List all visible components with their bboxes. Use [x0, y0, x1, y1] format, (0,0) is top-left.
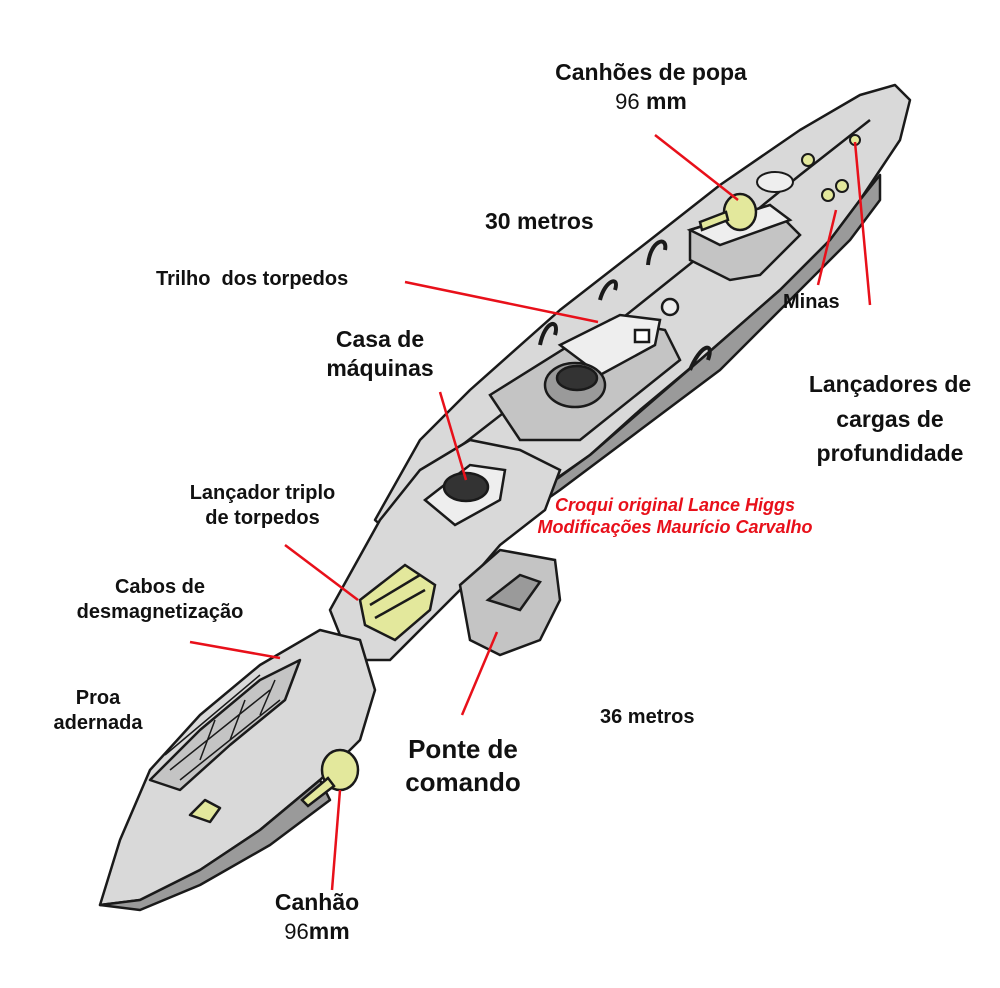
label-canhao-line1: Canhão [274, 889, 360, 915]
label-proa-line1: Proa [75, 687, 121, 709]
leader-ponte [460, 631, 499, 716]
rail-hook-4 [688, 345, 712, 371]
label-casa-maquinas-line1: Casa de [335, 326, 425, 352]
engine-house-window [633, 328, 651, 344]
mine-2 [835, 179, 849, 193]
label-proa: Proa adernada [38, 686, 158, 736]
label-canhoes-popa-line2: 96 mm [533, 87, 769, 116]
bow-section [98, 628, 377, 912]
label-lancadores-line3: profundidade [816, 440, 964, 466]
stern-gun-barrel [698, 210, 730, 232]
bow-deck-grating [148, 658, 302, 792]
depth-charge-2 [801, 153, 815, 167]
stern-gun [698, 192, 758, 232]
credits: Croqui original Lance Higgs Modificações… [505, 495, 845, 538]
label-trilho-torpedos: Trilho dos torpedos [156, 268, 349, 290]
label-ponte-line1: Ponte de [408, 734, 518, 764]
label-36-metros: 36 metros [600, 706, 695, 728]
mine-1 [821, 188, 835, 202]
torpedo-rail-hooks [538, 239, 712, 371]
label-cabos-line1: Cabos de [114, 576, 206, 598]
label-lancadores-line1: Lançadores de [808, 371, 972, 397]
label-casa-maquinas-line2: máquinas [326, 354, 434, 381]
label-casa-maquinas: Casa de máquinas [305, 325, 455, 383]
vent-circle [660, 297, 680, 317]
bridge-debris [458, 548, 562, 657]
rail-hook-1 [646, 239, 668, 266]
leader-lines [189, 134, 872, 891]
label-canhoes-popa-line1: Canhões de popa [555, 59, 747, 85]
leader-canhao [330, 789, 342, 891]
label-ponte-line2: comando [405, 766, 521, 797]
engine-hole [442, 471, 490, 503]
label-cabos-line2: desmagnetização [76, 601, 244, 623]
label-canhao-line2: 96mm [262, 917, 372, 946]
leader-lancador-triplo [284, 544, 359, 601]
label-ponte: Ponte de comando [393, 733, 533, 798]
label-canhoes-popa: Canhões de popa 96 mm [533, 58, 769, 116]
bow-gun-barrel [300, 776, 336, 808]
label-minas: Minas [783, 291, 840, 313]
label-lancadores: Lançadores de cargas de profundidade [790, 367, 990, 471]
label-canhao-num: 96 [284, 918, 309, 944]
leader-lancadores [853, 141, 872, 306]
label-lancador-triplo-line1: Lançador triplo [189, 482, 336, 504]
label-canhao-unit: mm [308, 917, 350, 944]
stern-winch [756, 171, 794, 193]
label-canhoes-popa-num: 96 [615, 88, 640, 114]
label-lancador-triplo: Lançador triplo de torpedos [170, 481, 355, 531]
label-30-metros: 30 metros [485, 208, 594, 234]
label-canhoes-popa-unit: mm [645, 87, 687, 114]
rail-hook-2 [598, 279, 618, 301]
credit-line2: Modificações Maurício Carvalho [537, 516, 813, 537]
engine-house [488, 297, 682, 442]
leader-canhoes-popa [654, 134, 739, 201]
stern-gun-turret [722, 192, 758, 232]
grating-lines [164, 674, 281, 781]
label-lancador-triplo-line2: de torpedos [205, 507, 320, 529]
stern-equipment [756, 134, 861, 202]
label-proa-line2: adernada [53, 712, 143, 734]
leader-minas [816, 209, 838, 286]
leader-cabos [189, 640, 281, 660]
torpedo-tube-1 [369, 573, 421, 607]
bridge-boat [485, 573, 542, 612]
label-lancadores-line2: cargas de [836, 405, 944, 432]
label-canhao: Canhão 96mm [262, 888, 372, 946]
leader-trilho-torpedos [404, 280, 599, 324]
leader-casa-maquinas [438, 391, 468, 481]
label-cabos: Cabos de desmagnetização [55, 575, 265, 625]
bow-yellow-patch [188, 798, 222, 824]
torpedo-launcher-body [358, 563, 437, 642]
credit-line1: Croqui original Lance Higgs [554, 495, 796, 515]
rail-hook-3 [538, 322, 558, 346]
torpedo-tube-2 [374, 588, 426, 620]
torpedo-launcher [358, 563, 437, 642]
funnel-top [555, 364, 599, 392]
stern-side-shadow [498, 173, 882, 527]
